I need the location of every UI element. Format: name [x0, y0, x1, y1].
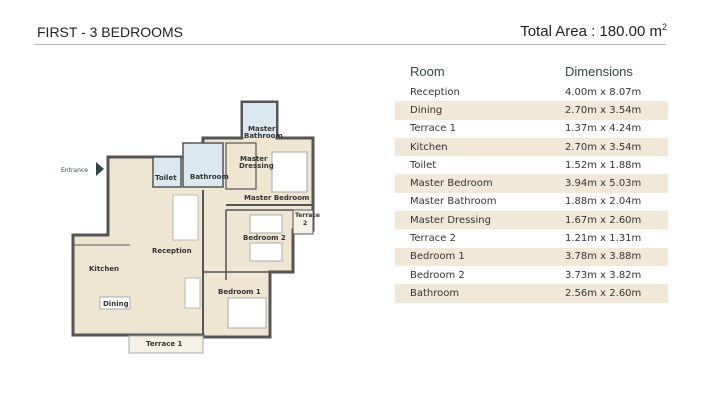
room-cell: Bedroom 1 — [410, 251, 465, 263]
label-entrance: Entrance — [61, 167, 88, 174]
dimension-cell: 1.67m x 2.60m — [565, 214, 642, 226]
table-row: Bathroom 2.56m x 2.60m — [395, 284, 668, 303]
table-header: Room Dimensions — [395, 64, 668, 83]
header-divider — [34, 44, 666, 45]
bathroom-room — [182, 142, 224, 188]
table-row: Bedroom 1 3.78m x 3.88m — [395, 247, 668, 266]
table-row: Master Dressing 1.67m x 2.60m — [395, 211, 668, 230]
table-row: Dining 2.70m x 3.54m — [395, 101, 668, 120]
bed — [227, 297, 267, 329]
terrace-1 — [128, 335, 204, 354]
table-row: Reception 4.00m x 8.07m — [395, 83, 668, 101]
header-dimensions: Dimensions — [565, 64, 633, 79]
room-cell: Terrace 2 — [410, 233, 456, 245]
dimension-cell: 1.52m x 1.88m — [565, 159, 642, 171]
room-cell: Terrace 1 — [410, 123, 456, 135]
table-row: Bedroom 2 3.73m x 3.82m — [395, 266, 668, 284]
table-row: Toilet 1.52m x 1.88m — [395, 156, 668, 174]
room-labels: Entrance Master Bathroom Toilet Bathroom… — [61, 125, 320, 348]
plan-title: FIRST - 3 BEDROOMS — [37, 24, 183, 40]
room-cell: Bedroom 2 — [410, 269, 465, 281]
label-bathroom: Bathroom — [190, 173, 229, 181]
sofa — [184, 277, 201, 309]
bed — [249, 214, 283, 234]
dimension-cell: 3.73m x 3.82m — [565, 269, 642, 281]
entrance-arrow-icon — [96, 162, 104, 176]
label-bedroom-1: Bedroom 1 — [218, 288, 261, 296]
room-cell: Kitchen — [410, 141, 448, 153]
dimension-cell: 1.21m x 1.31m — [565, 233, 642, 245]
floor-areas — [71, 100, 315, 354]
total-area-unit-sup: 2 — [661, 22, 667, 32]
label-terrace-2: Terrace — [295, 212, 320, 219]
total-area: Total Area : 180.00 m2 — [520, 22, 667, 40]
dining-table — [99, 296, 131, 310]
label-master-bathroom: Master — [248, 125, 276, 133]
table-row: Kitchen 2.70m x 3.54m — [395, 137, 668, 157]
room-cell: Toilet — [410, 159, 437, 171]
sofa — [172, 194, 199, 241]
room-cell: Master Dressing — [410, 214, 491, 226]
dimension-cell: 3.94m x 5.03m — [565, 178, 642, 190]
label-master-dressing-2: Dressing — [239, 162, 274, 170]
label-bedroom-2: Bedroom 2 — [243, 234, 286, 242]
room-cell: Master Bathroom — [410, 196, 497, 208]
dimension-cell: 2.70m x 3.54m — [565, 104, 642, 116]
label-master-dressing: Master — [240, 155, 268, 163]
table-row: Terrace 2 1.21m x 1.31m — [395, 229, 668, 247]
room-cell: Reception — [410, 86, 460, 98]
master-bathroom — [243, 103, 276, 137]
total-area-text: Total Area : 180.00 m — [520, 23, 662, 40]
room-cell: Bathroom — [410, 287, 460, 299]
label-reception: Reception — [152, 247, 192, 255]
room-cell: Dining — [410, 104, 443, 116]
table-row: Terrace 1 1.37m x 4.24m — [395, 120, 668, 138]
dimension-cell: 2.56m x 2.60m — [565, 287, 642, 299]
dimension-cell: 4.00m x 8.07m — [565, 86, 642, 98]
label-master-bedroom: Master Bedroom — [244, 194, 309, 202]
header-room: Room — [410, 64, 445, 79]
dimension-cell: 3.78m x 3.88m — [565, 251, 642, 263]
label-master-bathroom-2: Bathroom — [244, 132, 283, 140]
room-cell: Master Bedroom — [410, 178, 493, 190]
label-terrace-2-num: 2 — [303, 220, 307, 227]
toilet-room — [152, 156, 182, 188]
label-toilet: Toilet — [155, 174, 177, 182]
master-bed — [271, 151, 308, 193]
master-dressing — [225, 142, 257, 190]
label-kitchen: Kitchen — [89, 265, 119, 273]
terrace-2 — [292, 209, 314, 235]
dimension-cell: 2.70m x 3.54m — [565, 141, 642, 153]
dimension-cell: 1.37m x 4.24m — [565, 123, 642, 135]
table-row: Master Bathroom 1.88m x 2.04m — [395, 193, 668, 211]
bed — [249, 242, 283, 262]
dimension-cell: 1.88m x 2.04m — [565, 196, 642, 208]
table-row: Master Bedroom 3.94m x 5.03m — [395, 174, 668, 193]
label-dining: Dining — [103, 300, 129, 308]
label-terrace-1: Terrace 1 — [146, 340, 183, 348]
